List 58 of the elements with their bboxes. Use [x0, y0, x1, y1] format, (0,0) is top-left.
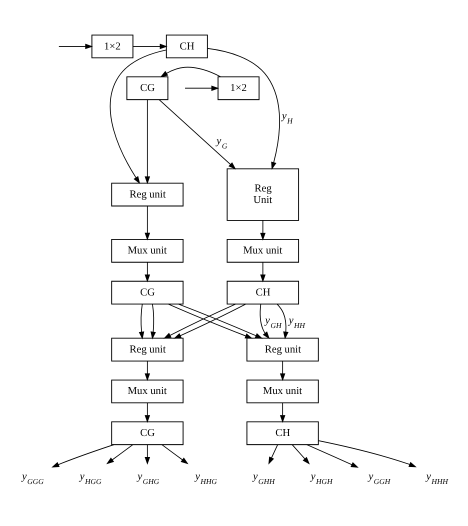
- arrow: [144, 402, 150, 423]
- edge-label: y$_{G}$: [216, 136, 228, 151]
- arrow: [144, 99, 150, 184]
- node-box: Reg Unit: [226, 168, 300, 221]
- arrow: [158, 99, 236, 170]
- arrow: [150, 304, 156, 340]
- node-box: CG: [126, 76, 168, 100]
- node-box: 1×2: [218, 76, 260, 100]
- arrow: [306, 444, 359, 468]
- node-text: y$_{HGG}$: [80, 471, 102, 486]
- node-text: y$_{GHG}$: [137, 471, 160, 486]
- node-box: CH: [226, 280, 300, 304]
- arrow: [51, 444, 114, 468]
- node-text: y$_{GGG}$: [22, 471, 44, 486]
- arrow: [260, 304, 270, 340]
- node-box: Reg unit: [111, 182, 184, 206]
- arrow: [144, 360, 150, 382]
- node-box: Reg unit: [111, 338, 184, 362]
- arrow: [162, 444, 188, 464]
- arrow: [276, 304, 289, 340]
- arrow: [132, 44, 168, 50]
- arrow: [292, 444, 310, 464]
- arrow: [260, 220, 266, 241]
- node-box: CG: [111, 280, 184, 304]
- node-box: CG: [111, 421, 184, 446]
- arrow: [184, 86, 220, 91]
- arrow: [163, 304, 236, 339]
- node-box: Mux unit: [226, 238, 300, 263]
- edge-label: y$_{GH}$: [265, 316, 282, 330]
- node-box: Reg unit: [246, 338, 319, 362]
- arrow: [280, 360, 286, 382]
- node-box: Mux unit: [111, 238, 184, 263]
- arrow: [144, 262, 150, 282]
- node-text: y$_{HGH}$: [310, 471, 332, 486]
- arrow: [318, 440, 417, 468]
- arrow: [178, 304, 263, 339]
- arrow: [260, 262, 266, 282]
- edge-label: y$_{HH}$: [288, 316, 305, 330]
- node-box: CH: [246, 421, 319, 446]
- arrow: [207, 48, 280, 170]
- arrow: [144, 206, 150, 241]
- node-box: Mux unit: [111, 380, 184, 404]
- arrow: [144, 444, 150, 465]
- node-text: y$_{GHH}$: [252, 471, 275, 486]
- arrow: [280, 402, 286, 423]
- edge-label: y$_{H}$: [282, 111, 293, 126]
- node-text: y$_{GGH}$: [368, 471, 390, 486]
- node-text: y$_{HHG}$: [195, 471, 217, 486]
- arrow: [58, 44, 93, 50]
- arrow: [110, 50, 167, 184]
- arrow: [268, 444, 278, 465]
- arrow: [160, 66, 221, 78]
- arrow: [138, 304, 144, 340]
- node-box: CH: [166, 34, 208, 58]
- node-text: y$_{HHH}$: [426, 471, 448, 486]
- arrow: [106, 444, 134, 464]
- node-box: 1×2: [91, 34, 134, 58]
- node-box: Mux unit: [246, 380, 319, 404]
